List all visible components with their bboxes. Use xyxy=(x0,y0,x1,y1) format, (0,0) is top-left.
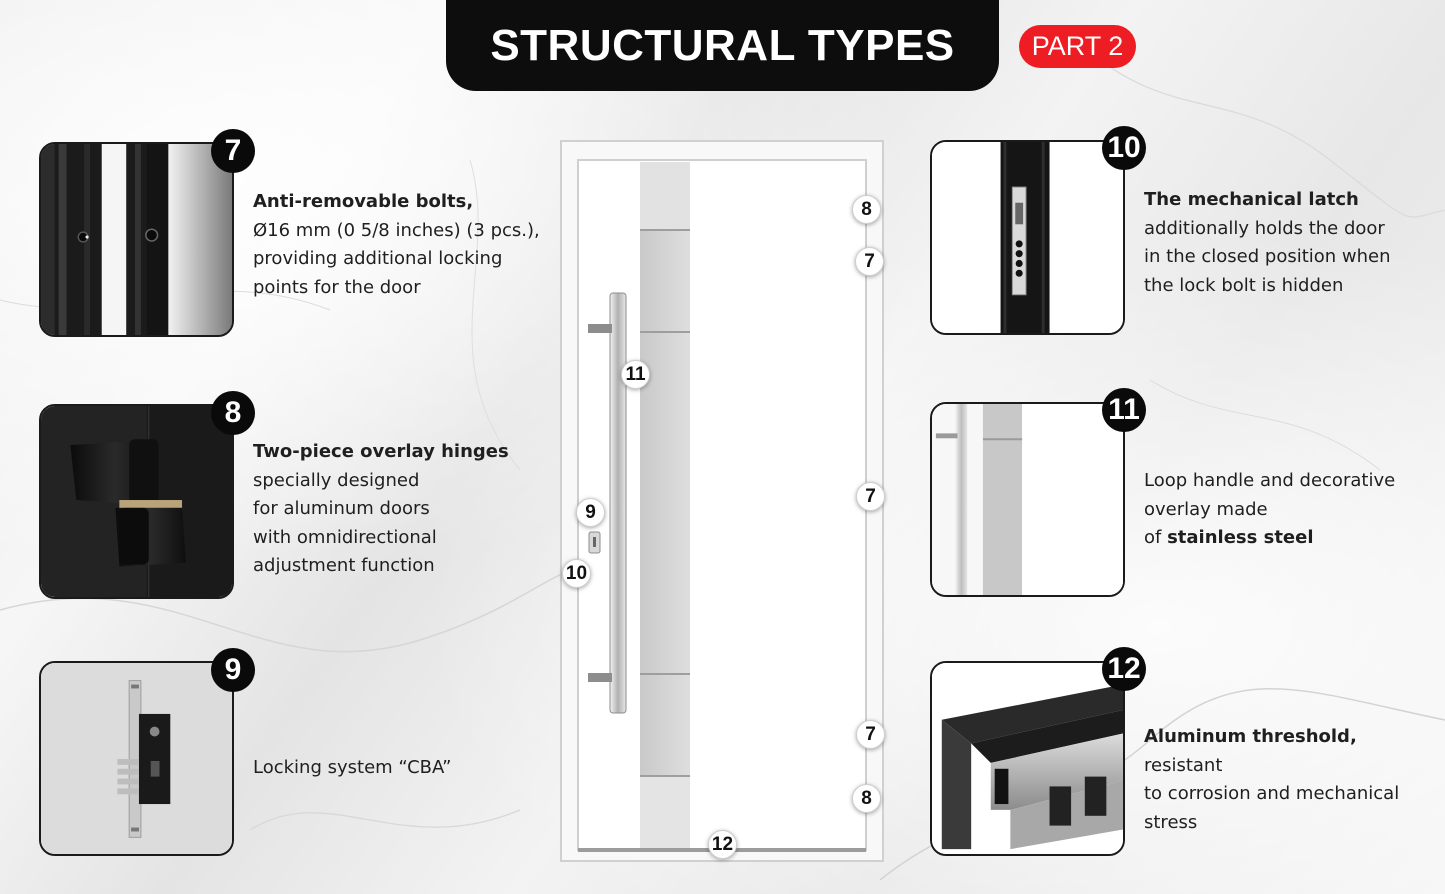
feature-desc-bolts: Anti-removable bolts, Ø16 mm (0 5/8 inch… xyxy=(253,188,553,302)
title-banner: STRUCTURAL TYPES xyxy=(446,0,999,91)
material-prefix: of xyxy=(1144,527,1168,548)
feature-line: Loop handle and decorative xyxy=(1144,470,1396,491)
door-marker-7-top: 7 xyxy=(855,247,884,276)
badge-7: 7 xyxy=(211,129,255,173)
feature-line: specially designed xyxy=(253,469,420,491)
feature-line: with omnidirectional xyxy=(253,526,437,548)
feature-line-material: of stainless steel xyxy=(1144,524,1434,553)
latch-photo xyxy=(932,142,1123,333)
bolts-photo xyxy=(41,144,232,335)
threshold-photo xyxy=(932,663,1123,854)
door-marker-10: 10 xyxy=(562,559,591,588)
feature-line: stress xyxy=(1144,811,1198,833)
threshold-lead: Aluminum threshold, xyxy=(1144,726,1357,747)
threshold-lead-rest: resistant xyxy=(1144,754,1223,776)
feature-line: providing additional locking xyxy=(253,248,503,269)
handle-photo xyxy=(932,404,1123,595)
badge-8: 8 xyxy=(211,391,255,435)
door-marker-7-bottom: 7 xyxy=(856,720,885,749)
lock-photo xyxy=(41,663,232,854)
feature-desc-latch: The mechanical latch additionally holds … xyxy=(1144,186,1434,300)
door-illustration xyxy=(560,140,884,862)
feature-desc-lock: Locking system “CBA” xyxy=(253,754,553,783)
feature-line: Ø16 mm (0 5/8 inches) (3 pcs.), xyxy=(253,219,540,241)
feature-title-bolts: Anti-removable bolts, xyxy=(253,191,474,212)
door-marker-8-top: 8 xyxy=(852,195,881,224)
badge-9: 9 xyxy=(211,648,255,692)
feature-desc-handle: Loop handle and decorative overlay made … xyxy=(1144,467,1434,553)
badge-11: 11 xyxy=(1102,388,1146,432)
feature-line: the lock bolt is hidden xyxy=(1144,274,1344,296)
feature-desc-threshold: Aluminum threshold, resistant to corrosi… xyxy=(1144,723,1439,837)
door-marker-11: 11 xyxy=(621,360,650,389)
door-drawing xyxy=(560,140,884,862)
feature-line: to corrosion and mechanical xyxy=(1144,783,1400,804)
feature-line: additionally holds the door xyxy=(1144,217,1385,239)
feature-title-hinges: Two-piece overlay hinges xyxy=(253,441,509,462)
hinge-photo xyxy=(41,406,232,597)
feature-card-hinges xyxy=(39,404,234,599)
feature-card-latch xyxy=(930,140,1125,335)
feature-card-bolts xyxy=(39,142,234,337)
door-marker-9: 9 xyxy=(576,498,605,527)
door-marker-12: 12 xyxy=(708,830,737,859)
door-marker-8-bottom: 8 xyxy=(852,784,881,813)
feature-desc-hinges: Two-piece overlay hinges specially desig… xyxy=(253,438,553,581)
feature-line: points for the door xyxy=(253,276,421,298)
feature-line: for aluminum doors xyxy=(253,498,430,519)
material-name: stainless steel xyxy=(1167,527,1314,548)
door-marker-7-middle: 7 xyxy=(856,482,885,511)
feature-line: overlay made xyxy=(1144,498,1268,520)
badge-12: 12 xyxy=(1102,647,1146,691)
feature-card-lock xyxy=(39,661,234,856)
badge-10: 10 xyxy=(1102,126,1146,170)
part-badge: PART 2 xyxy=(1019,25,1136,68)
feature-line: adjustment function xyxy=(253,555,435,576)
feature-title-latch: The mechanical latch xyxy=(1144,189,1359,210)
feature-card-handle xyxy=(930,402,1125,597)
feature-card-threshold xyxy=(930,661,1125,856)
page-title: STRUCTURAL TYPES xyxy=(490,20,955,70)
feature-line: in the closed position when xyxy=(1144,246,1391,267)
feature-title-lock: Locking system “CBA” xyxy=(253,757,452,778)
feature-title-threshold: Aluminum threshold, resistant xyxy=(1144,723,1439,780)
